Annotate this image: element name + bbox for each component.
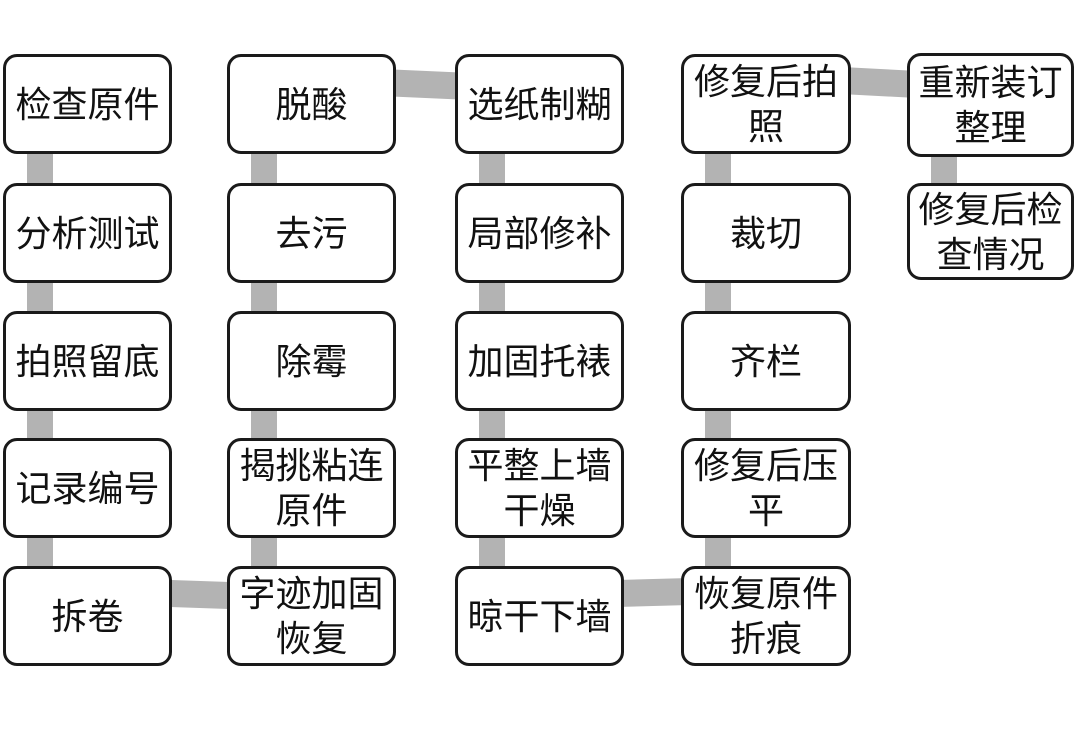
- node-inspect-original: 检查原件: [3, 54, 172, 154]
- node-photo-record: 拍照留底: [3, 311, 172, 411]
- node-select-paper-make-paste: 选纸制糊: [455, 54, 624, 154]
- node-record-number: 记录编号: [3, 438, 172, 538]
- node-unbind-volume: 拆卷: [3, 566, 172, 666]
- node-restore-creases: 恢复原件折痕: [681, 566, 851, 666]
- node-reinforce-backing: 加固托裱: [455, 311, 624, 411]
- node-local-repair: 局部修补: [455, 183, 624, 283]
- node-photo-after-repair: 修复后拍照: [681, 54, 851, 154]
- node-analyze-test: 分析测试: [3, 183, 172, 283]
- node-rebind-organize: 重新装订整理: [907, 53, 1074, 157]
- node-deacidify: 脱酸: [227, 54, 396, 154]
- node-flatten-wall-dry: 平整上墙干燥: [455, 438, 624, 538]
- node-post-repair-inspection: 修复后检查情况: [907, 183, 1074, 280]
- node-align-columns: 齐栏: [681, 311, 851, 411]
- node-press-flat: 修复后压平: [681, 438, 851, 538]
- node-trim: 裁切: [681, 183, 851, 283]
- node-dry-remove-wall: 晾干下墙: [455, 566, 624, 666]
- node-remove-mold: 除霉: [227, 311, 396, 411]
- node-ink-reinforcement: 字迹加固恢复: [227, 566, 396, 666]
- node-remove-stains: 去污: [227, 183, 396, 283]
- node-separate-stuck-pages: 揭挑粘连原件: [227, 438, 396, 538]
